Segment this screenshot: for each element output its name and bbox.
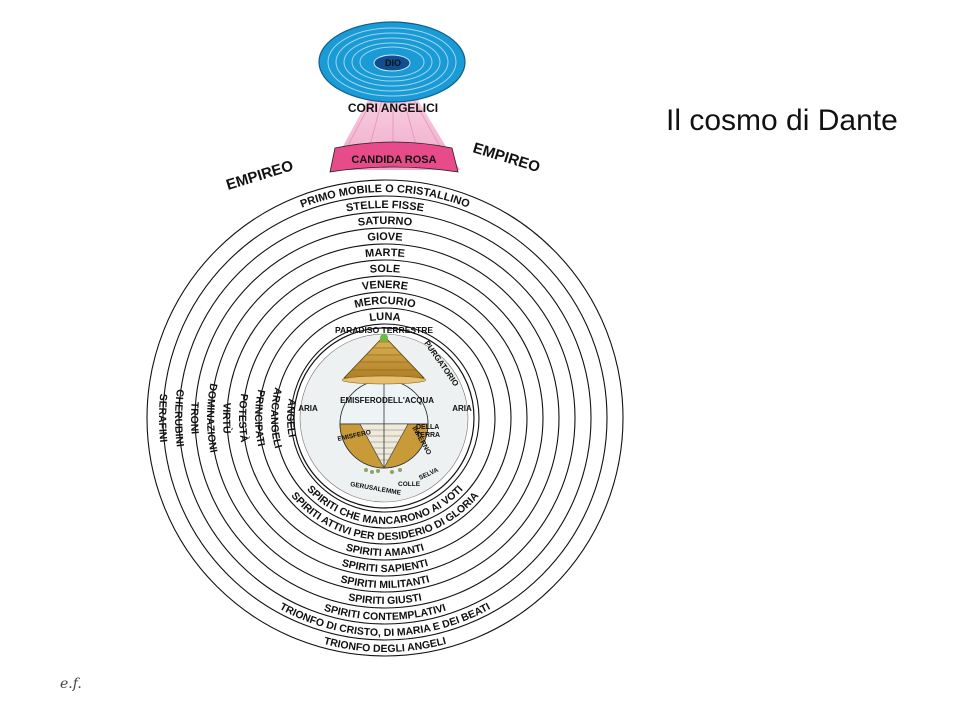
dio-ring [359,46,425,78]
heaven-ring [274,307,496,529]
angelic-order-label: POTESTÀ [236,393,251,444]
angelic-order-label: TRONI [188,401,201,434]
paradiso-terrestre-label: PARADISO TERRESTRE [335,325,433,335]
angelic-order-label: ARCANGELI [268,386,284,449]
heaven-label-top: GIOVE [367,231,403,244]
dio-ring [327,27,457,97]
heaven-label-top: LUNA [369,311,402,324]
emisfero-terra-label-2: DELLA [416,424,439,431]
spirits-label-bottom: SPIRITI MILITANTI [339,573,431,591]
angelic-order-label: SERAFINI [156,393,169,443]
emisfero-acqua-label-1: EMISFERO [340,396,382,405]
heaven-ring [210,243,560,593]
heaven-label-top: MERCURIO [353,295,417,311]
angelic-order-label: VIRTÙ [220,402,234,434]
aria-right-label: ARIA [452,404,472,413]
heaven-ring [242,275,528,561]
dio-ring [335,32,449,92]
aria-left-label: ARIA [298,404,318,413]
candida-rosa-label: CANDIDA ROSA [351,154,436,166]
heaven-label-top: SATURNO [357,215,413,229]
angelic-order-label: PRINCIPATI [252,389,267,448]
emisfero-acqua-label-2: DELL'ACQUA [382,396,434,405]
heaven-label-top: MARTE [365,247,406,260]
emisfero-terra-label-3: TERRA [416,432,440,439]
heaven-ring [290,323,480,513]
heaven-ring [162,195,608,641]
empireo-left-label: EMPIREO [224,157,295,194]
candida-rosa-band [329,141,459,173]
spirits-label-bottom: SPIRITI AMANTI [345,542,426,560]
heaven-ring [258,291,512,545]
spirits-label-bottom: SPIRITI SAPIENTI [341,557,430,575]
angelic-order-label: DOMINAZIONI [204,382,219,453]
slide-title: Il cosmo di Dante [666,104,898,137]
heaven-label-top: SOLE [369,263,400,276]
dio-ellipse [318,21,466,103]
dio-ring [351,42,433,82]
dio-label: DIO [385,58,401,68]
heaven-label-top: STELLE FISSE [345,199,425,214]
heaven-ring [226,259,544,577]
credit-initials: e.f. [60,676,82,692]
cori-angelici-label: CORI ANGELICI [348,101,438,115]
heaven-ring [194,227,576,609]
angelic-order-label: CHERUBINI [172,389,186,448]
colle-label: COLLE [398,481,421,488]
earth-sphere [293,327,475,509]
dio-ring [343,37,441,87]
spirits-label-bottom: SPIRITI GIUSTI [347,591,422,607]
dio-core [373,54,411,72]
heaven-ring [178,211,592,625]
empireo-right-label: EMPIREO [471,140,542,177]
